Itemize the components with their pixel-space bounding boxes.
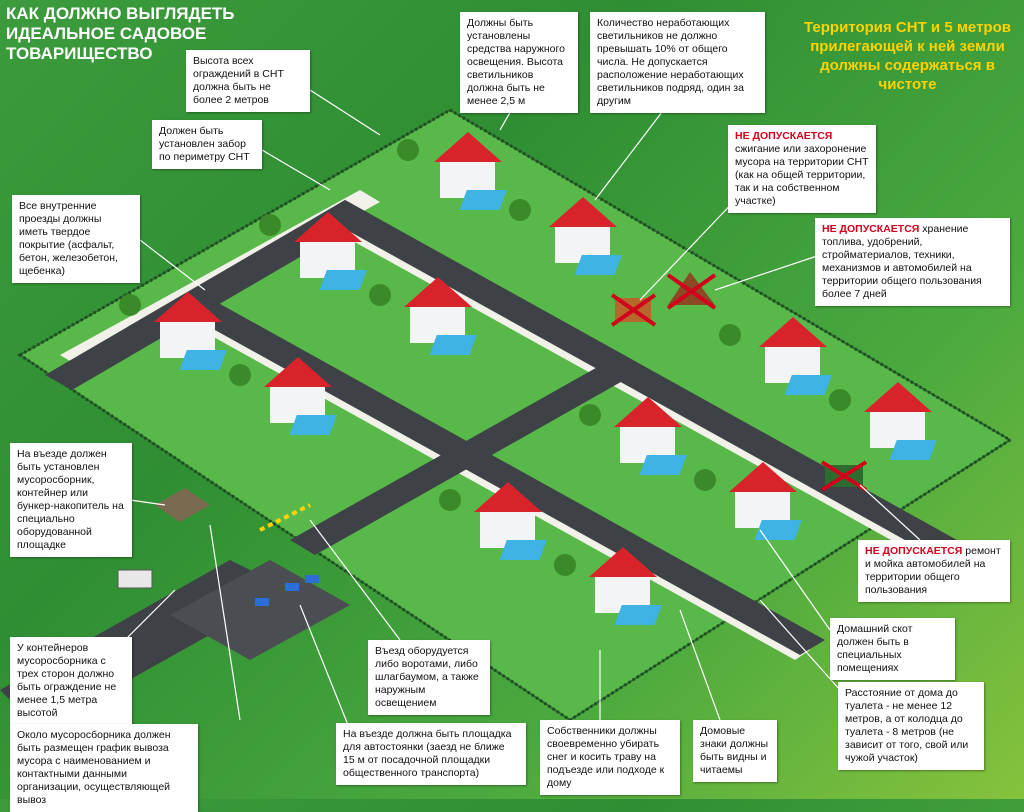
trees	[119, 139, 851, 576]
road	[45, 200, 372, 390]
road	[290, 360, 635, 555]
note-house-signs: Домовые знаки должны быть видны и читаем…	[693, 720, 777, 782]
note-burning: НЕ ДОПУСКАЕТСЯ сжигание или захоронение …	[728, 125, 876, 213]
note-schedule: Около мусоросборника должен быть размеще…	[10, 724, 198, 812]
perimeter-fence	[17, 108, 1013, 722]
road	[320, 200, 975, 565]
note-gate: Въезд оборудуется либо воротами, либо шл…	[368, 640, 490, 715]
gate-barrier-icon	[259, 503, 311, 532]
road	[170, 290, 825, 655]
leader-lines	[124, 89, 921, 731]
note-container-fence: У контейнеров мусоросборника с трех стор…	[10, 637, 132, 725]
warn-label: НЕ ДОПУСКАЕТСЯ	[735, 130, 833, 142]
garbage-collector-icon	[155, 488, 210, 522]
warn-label: НЕ ДОПУСКАЕТСЯ	[865, 545, 963, 557]
note-broken-lights: Количество неработающих светильников не …	[590, 12, 765, 113]
prohibited-storage-icon	[666, 272, 717, 310]
note-text: сжигание или захоронение мусора на терри…	[735, 143, 869, 207]
parked-cars	[255, 575, 319, 606]
note-car-repair: НЕ ДОПУСКАЕТСЯ ремонт и мойка автомобиле…	[858, 540, 1010, 602]
note-text: хранение топлива, удобрений, стройматери…	[822, 223, 982, 300]
bus-stop-icon	[117, 569, 153, 589]
note-toilet-distance: Расстояние от дома до туалета - не менее…	[838, 682, 984, 770]
parking-lot	[170, 560, 350, 660]
note-snow: Собственники должны своевременно убирать…	[540, 720, 680, 795]
houses	[154, 132, 937, 625]
note-storage: НЕ ДОПУСКАЕТСЯ хранение топлива, удобрен…	[815, 218, 1010, 306]
prohibited-burning-icon	[610, 293, 657, 327]
note-text: ремонт и мойка автомобилей на территории…	[865, 545, 1001, 596]
note-perimeter-fence: Должен быть установлен забор по периметр…	[152, 120, 262, 169]
note-garbage-collector: На въезде должен быть установлен мусорос…	[10, 443, 132, 557]
cleanliness-title: Территория СНТ и 5 метров прилегающей к …	[804, 19, 1011, 93]
note-livestock: Домашний скот должен быть в специальных …	[830, 618, 955, 680]
prohibited-car-repair-icon	[820, 460, 868, 492]
note-driveways: Все внутренние проезды должны иметь твер…	[12, 195, 140, 283]
note-parking: На въезде должна быть площадка для автос…	[336, 723, 526, 785]
note-street-lighting: Должны быть установлены средства наружно…	[460, 12, 578, 113]
note-fence-height: Высота всех ограждений в СНТ должна быть…	[186, 50, 310, 112]
page-title: КАК ДОЛЖНО ВЫГЛЯДЕТЬ ИДЕАЛЬНОЕ САДОВОЕ Т…	[6, 4, 235, 63]
warn-label: НЕ ДОПУСКАЕТСЯ	[822, 223, 920, 235]
